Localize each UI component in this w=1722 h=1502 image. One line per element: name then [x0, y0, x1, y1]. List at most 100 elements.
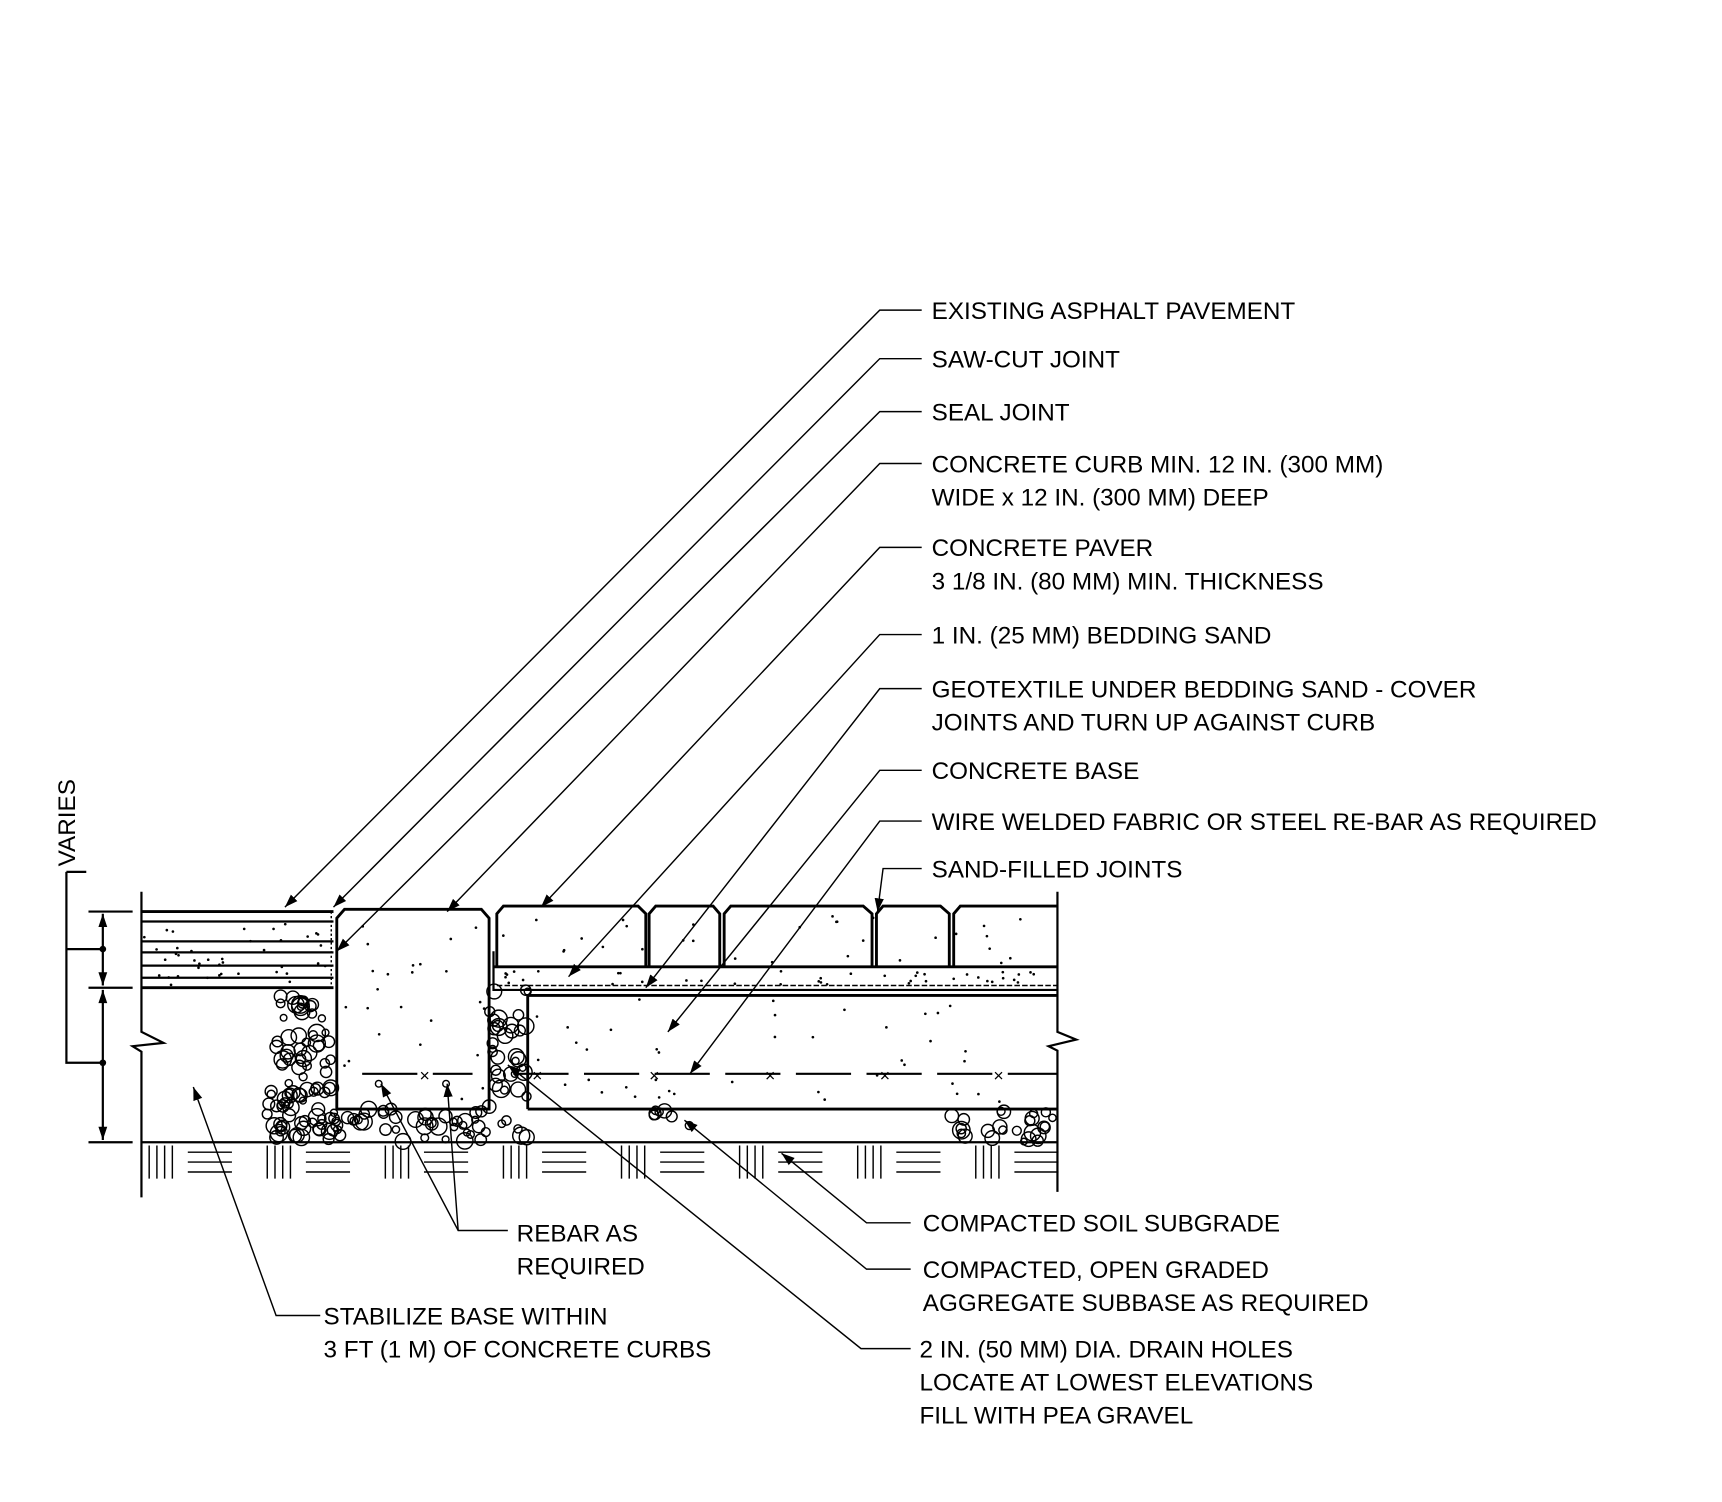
stipple-dot — [445, 969, 448, 973]
stipple-dot — [923, 972, 926, 976]
stipple-dot — [976, 976, 980, 979]
stipple-dot — [288, 980, 292, 984]
leader-arrow — [284, 309, 922, 908]
stipple-dot — [986, 979, 989, 983]
gravel-stone — [284, 1078, 294, 1088]
label-paver-1: CONCRETE PAVER — [932, 535, 1154, 562]
stipple-dot — [193, 959, 196, 962]
gravel-stone — [298, 1096, 308, 1105]
gravel-stone — [512, 1008, 525, 1021]
svg-text:×: × — [532, 1066, 542, 1086]
stipple-dot — [142, 935, 146, 939]
gravel-stone — [513, 1024, 527, 1037]
stipple-dot — [221, 961, 225, 964]
stipple-dot — [347, 1059, 351, 1063]
gravel-stone — [279, 1097, 291, 1109]
stipple-dot — [952, 977, 956, 981]
gravel-stone — [323, 1111, 337, 1125]
stipple-dot — [691, 939, 695, 943]
leader-arrow — [446, 462, 922, 913]
gravel-stone — [455, 1132, 474, 1150]
stipple-dot — [823, 1098, 827, 1101]
stipple-dot — [429, 1019, 433, 1022]
label-saw-cut: SAW-CUT JOINT — [932, 346, 1120, 373]
stipple-dot — [366, 942, 370, 946]
stipple-dot — [206, 976, 209, 980]
stipple-dot — [249, 939, 252, 943]
gravel-stone — [1048, 1113, 1057, 1123]
gravel-stone — [501, 1115, 512, 1126]
stipple-dot — [909, 979, 912, 983]
gravel-stone — [407, 1110, 425, 1129]
concrete-pavers — [493, 904, 1058, 969]
label-subbase-1: COMPACTED, OPEN GRADED — [923, 1257, 1269, 1284]
stipple-dot — [924, 1012, 927, 1016]
stipple-dot — [574, 1041, 578, 1045]
stipple-dot — [501, 934, 505, 937]
stipple-dot — [198, 962, 201, 965]
label-curb-1: CONCRETE CURB MIN. 12 IN. (300 MM) — [932, 451, 1384, 478]
existing-asphalt — [129, 891, 334, 1198]
stipple-dot — [811, 1035, 815, 1039]
stipple-dot — [846, 954, 850, 958]
stipple-dot — [898, 959, 902, 962]
gravel-stone — [1011, 1125, 1022, 1136]
stipple-dot — [779, 969, 783, 973]
leader-arrow — [443, 1083, 459, 1231]
stipple-dot — [157, 974, 161, 977]
gravel-stone — [944, 1108, 960, 1124]
gravel-stone — [420, 1133, 430, 1143]
gravel-stone — [992, 1119, 1008, 1135]
stipple-dot — [566, 1026, 569, 1029]
gravel-stone — [481, 1099, 497, 1115]
gravel-stone — [311, 1102, 326, 1117]
label-stabilize-1: STABILIZE BASE WITHIN — [324, 1303, 608, 1330]
stipple-dot — [819, 976, 823, 980]
gravel-stone — [323, 1081, 336, 1095]
gravel-stone — [451, 1115, 463, 1128]
stipple-dot — [306, 935, 309, 938]
gravel-stone — [648, 1106, 662, 1121]
stipple-dot — [982, 924, 986, 928]
gravel-stone — [490, 1049, 506, 1065]
label-sand-joints: SAND-FILLED JOINTS — [932, 856, 1183, 883]
stipple-dot — [985, 934, 989, 938]
stipple-dot — [411, 963, 415, 967]
stipple-dot — [609, 1028, 613, 1032]
stipple-dot — [371, 969, 375, 973]
stipple-dot — [585, 1048, 589, 1051]
stipple-dot — [990, 980, 994, 984]
gravel-stone — [291, 1059, 307, 1076]
gravel-stone — [488, 1077, 503, 1093]
stipple-dot — [638, 998, 641, 1001]
label-drain-1: 2 IN. (50 MM) DIA. DRAIN HOLES — [919, 1336, 1293, 1363]
gravel-stone — [957, 1112, 971, 1126]
stipple-dot — [825, 982, 829, 986]
stipple-dot — [175, 946, 179, 950]
gravel-stone — [265, 1117, 283, 1135]
stipple-dot — [319, 944, 323, 947]
stipple-dot — [654, 1078, 658, 1082]
gravel-stone — [349, 1116, 359, 1126]
gravel-stone — [957, 1128, 973, 1144]
stipple-dot — [773, 1013, 777, 1017]
gravel-stone — [487, 1046, 498, 1058]
stipple-dot — [915, 971, 919, 974]
soil-hatch — [384, 1145, 469, 1179]
stipple-dot — [316, 933, 320, 936]
stipple-dot — [218, 963, 221, 966]
stipple-dot — [1008, 956, 1012, 960]
stipple-dot — [536, 969, 540, 973]
gravel-stone — [429, 1117, 448, 1136]
stipple-dot — [1019, 917, 1022, 921]
gravel-stone — [519, 984, 532, 996]
gravel-stone — [307, 1034, 327, 1053]
gravel-stone — [264, 1084, 278, 1099]
stipple-dot — [242, 927, 246, 931]
stipple-dot — [619, 971, 622, 975]
stipple-dot — [871, 916, 875, 920]
gravel-stone — [502, 1016, 520, 1034]
gravel-stone — [956, 1128, 967, 1139]
gravel-stone — [1040, 1107, 1052, 1118]
